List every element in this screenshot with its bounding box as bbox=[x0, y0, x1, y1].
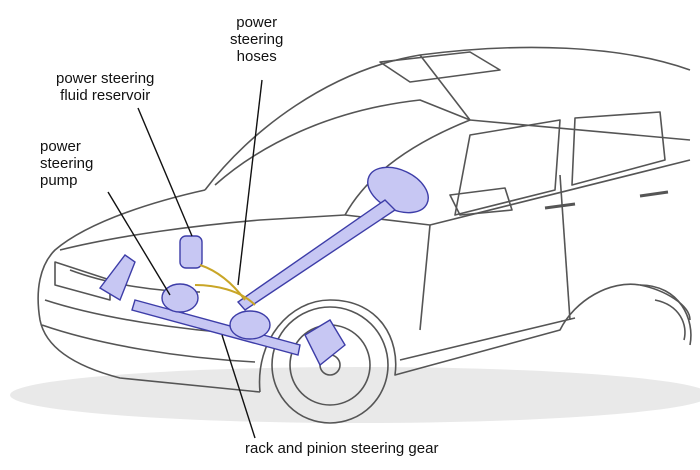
leader-hoses bbox=[237, 79, 263, 286]
reservoir-body bbox=[179, 235, 203, 269]
gear-housing bbox=[229, 310, 271, 340]
pump-body bbox=[161, 283, 199, 313]
right-knuckle bbox=[304, 319, 346, 367]
label-power-steering-hoses: power steering hoses bbox=[230, 14, 284, 65]
leader-lines bbox=[107, 79, 263, 439]
steering-rack bbox=[131, 299, 301, 356]
steering-components bbox=[98, 166, 429, 367]
leader-pump bbox=[107, 191, 171, 296]
label-fluid-reservoir: power steering fluid reservoir bbox=[56, 70, 155, 104]
label-power-steering-pump: power steering pump bbox=[40, 138, 94, 189]
leader-rack bbox=[221, 334, 256, 439]
rear-wheel bbox=[639, 284, 692, 346]
leader-reservoir bbox=[137, 107, 193, 237]
left-knuckle bbox=[98, 254, 136, 302]
ground-shadow bbox=[10, 367, 700, 423]
steering-column bbox=[236, 199, 397, 311]
label-rack-and-pinion: rack and pinion steering gear bbox=[245, 440, 439, 457]
power-steering-hoses bbox=[194, 264, 256, 306]
